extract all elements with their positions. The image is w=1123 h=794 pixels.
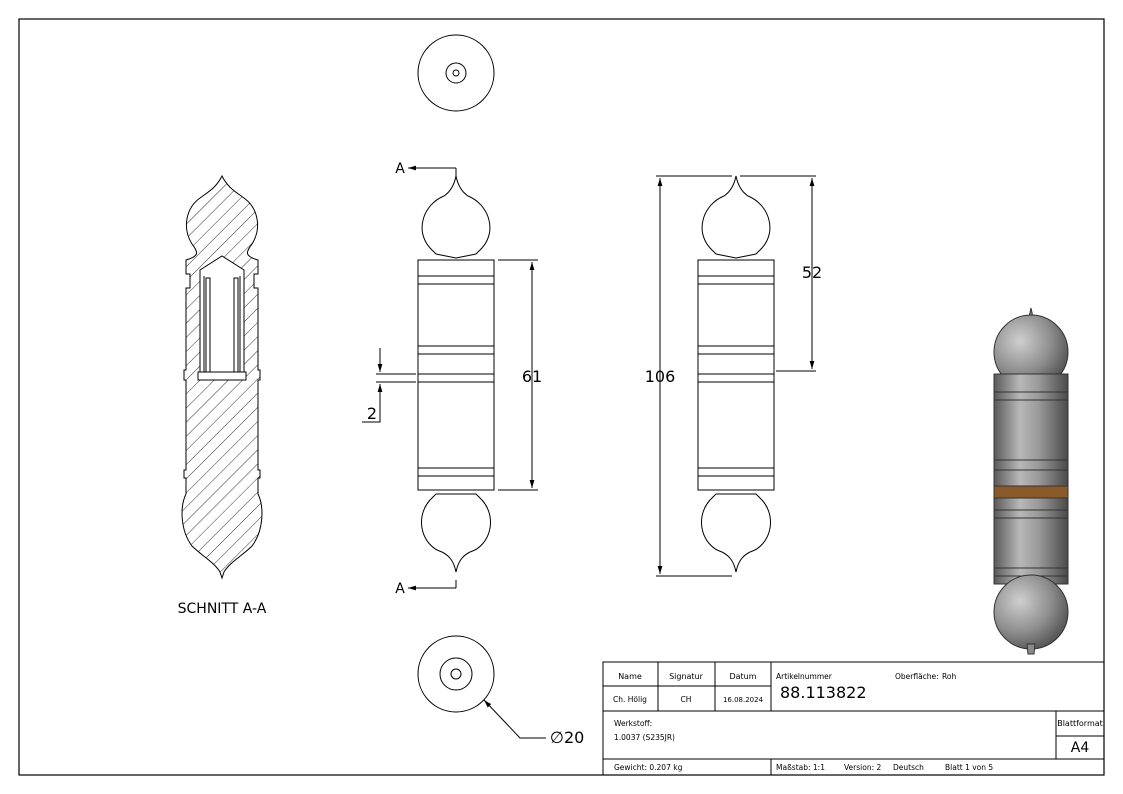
gewicht: Gewicht: 0.207 kg bbox=[614, 763, 683, 772]
header-name: Name bbox=[618, 672, 642, 681]
werkstoff-value: 1.0037 (S235JR) bbox=[614, 733, 675, 742]
blattformat-value: A4 bbox=[1071, 740, 1090, 756]
header-datum: Datum bbox=[729, 672, 756, 681]
diameter-label: ∅20 bbox=[550, 728, 584, 747]
value-name: Ch. Hölig bbox=[613, 695, 647, 704]
bottom-view bbox=[417, 635, 546, 739]
section-view bbox=[181, 174, 263, 580]
section-label: SCHNITT A-A bbox=[178, 601, 267, 617]
dimension-106 bbox=[656, 175, 732, 577]
section-marker-bottom: A bbox=[395, 581, 405, 597]
title-block bbox=[602, 661, 1105, 776]
dimension-106-label: 106 bbox=[645, 367, 676, 386]
header-signatur: Signatur bbox=[669, 672, 704, 681]
artikelnummer-label: Artikelnummer bbox=[776, 672, 833, 681]
dimension-52-label: 52 bbox=[802, 263, 822, 282]
oberflaeche-label: Oberfläche: bbox=[895, 672, 939, 681]
dimension-61 bbox=[498, 259, 538, 491]
massstab: Maßstab: 1:1 bbox=[776, 763, 825, 772]
werkstoff-label: Werkstoff: bbox=[614, 719, 652, 728]
blatt: Blatt 1 von 5 bbox=[945, 763, 993, 772]
value-signatur: CH bbox=[681, 695, 692, 704]
value-datum: 16.08.2024 bbox=[723, 696, 764, 704]
dimension-2 bbox=[362, 348, 416, 423]
dimension-2-label: 2 bbox=[367, 404, 377, 423]
diameter-symbol: ∅ bbox=[550, 728, 564, 747]
render-3d bbox=[993, 307, 1069, 655]
oberflaeche-value: Roh bbox=[942, 672, 956, 681]
blattformat-label: Blattformat bbox=[1057, 719, 1103, 728]
side-view bbox=[697, 175, 775, 573]
sprache: Deutsch bbox=[893, 763, 924, 772]
dimension-52 bbox=[740, 175, 816, 372]
section-markers bbox=[408, 165, 457, 591]
sheet-border bbox=[18, 18, 1105, 776]
front-view bbox=[417, 175, 495, 573]
diameter-value: 20 bbox=[564, 728, 584, 747]
top-view bbox=[417, 34, 495, 112]
version: Version: 2 bbox=[844, 763, 881, 772]
section-marker-top: A bbox=[395, 161, 405, 177]
dimension-61-label: 61 bbox=[522, 367, 542, 386]
artikelnummer-value: 88.113822 bbox=[780, 683, 867, 702]
title-block-text: Name Signatur Datum Ch. Hölig CH 16.08.2… bbox=[613, 672, 1103, 772]
